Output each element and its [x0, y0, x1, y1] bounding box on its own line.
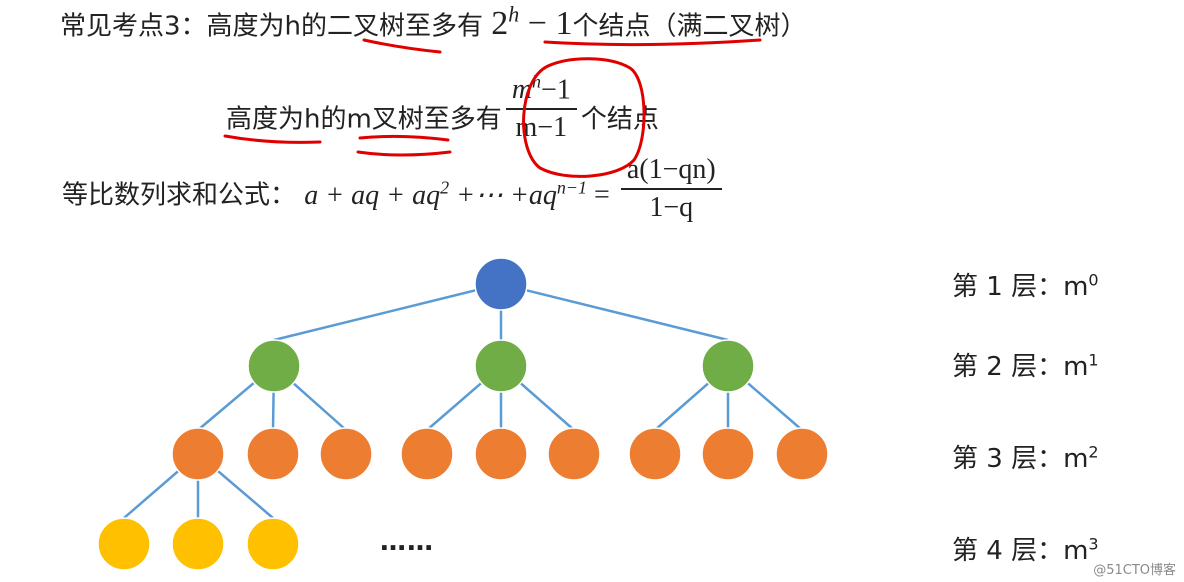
formula-minus: − 1: [519, 5, 573, 43]
statement-binary-tree: 常见考点3：高度为h的二叉树至多有 2h − 1个结点（满二叉树）: [60, 2, 807, 43]
node-level-3: [400, 427, 454, 481]
node-level-3: [628, 427, 682, 481]
node-level-4: [246, 517, 300, 571]
node-level-3: [775, 427, 829, 481]
statement-m-ary-prefix: 高度为h的m叉树至多有: [226, 104, 502, 135]
formula-2h-minus-1: 2h − 1: [491, 2, 573, 43]
node-level-2: [247, 339, 301, 393]
statement-binary-suffix: 个结点（满二叉树）: [572, 11, 807, 42]
tree-nodes: [97, 257, 829, 571]
node-level-3: [547, 427, 601, 481]
formula-lhs: a + aq + aq2 +⋯ +aqn−1 =: [304, 177, 617, 211]
node-level-3: [246, 427, 300, 481]
formula-rhs-denominator: 1−q: [649, 192, 694, 223]
edge: [500, 282, 729, 342]
node-level-1: [474, 257, 528, 311]
level-label-3: 第 3 层：m2: [952, 442, 1099, 474]
node-level-2: [701, 339, 755, 393]
formula-exp: h: [508, 2, 520, 27]
node-level-2: [474, 339, 528, 393]
formula-label: 等比数列求和公式：: [62, 180, 297, 211]
node-level-3: [319, 427, 373, 481]
node-level-3: [474, 427, 528, 481]
level-label-1: 第 1 层：m0: [952, 270, 1099, 302]
node-level-3: [701, 427, 755, 481]
level-label-2: 第 2 层：m1: [952, 350, 1099, 382]
ellipsis: ……: [380, 527, 434, 557]
node-level-4: [97, 517, 151, 571]
watermark: @51CTO博客: [1093, 563, 1176, 578]
edge: [273, 282, 502, 342]
tree-edges: [123, 282, 803, 519]
formula-base: 2: [491, 5, 509, 43]
node-level-4: [171, 517, 225, 571]
level-label-4: 第 4 层：m3: [952, 534, 1099, 566]
statement-binary-prefix: 常见考点3：高度为h的二叉树至多有: [60, 11, 484, 42]
node-level-3: [171, 427, 225, 481]
